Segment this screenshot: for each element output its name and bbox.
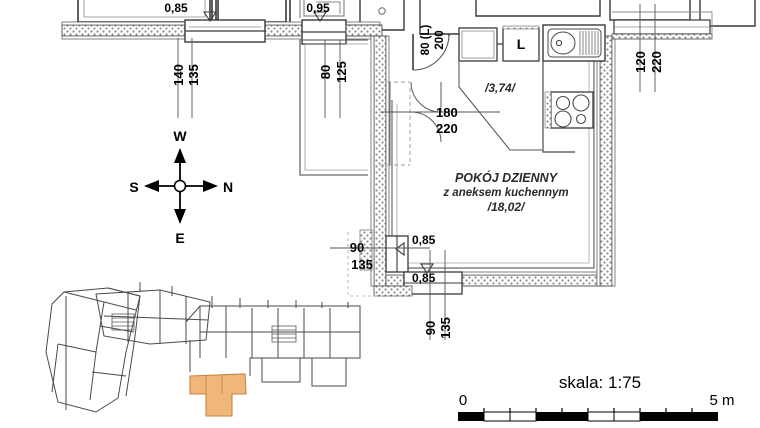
entry-door: [412, 33, 450, 71]
compass-rose: W E S N: [129, 128, 233, 246]
dimension-lines: [177, 4, 656, 340]
compass-east: E: [175, 230, 184, 246]
room-subtitle-label: z aneksem kuchennym: [442, 187, 568, 199]
scale-end: 5 m: [709, 392, 734, 409]
apartment-outline: [299, 35, 616, 287]
scale-bar-group: skala: 1:75 0 5 m: [458, 373, 735, 422]
balcony-door-top-right: [611, 11, 713, 40]
room-area-label: /18,02/: [487, 200, 526, 214]
kitchen-annex: [458, 24, 606, 153]
dim-top-left-height: 135: [186, 64, 201, 86]
compass-south: S: [129, 179, 138, 195]
key-plan-walls-mid: [95, 282, 211, 345]
wall-jog-bottom-left: [347, 229, 413, 297]
key-plan-stairs: [111, 313, 297, 343]
compass-west: W: [173, 128, 187, 144]
dim-inner-height: 220: [436, 121, 458, 136]
room-name-label: POKÓJ DZIENNY: [455, 170, 559, 185]
dim-bot-win-width: 90: [423, 321, 438, 335]
dim-left-win-height: 135: [351, 257, 373, 272]
exterior-wall-top-right: [345, 24, 383, 37]
sill-bot-win: 0,85: [412, 271, 436, 285]
upper-rooms-partial: [77, 0, 756, 35]
dim-inner-width: 180: [436, 105, 458, 120]
window-bottom-left: [403, 263, 463, 295]
key-plan-highlight[interactable]: [189, 373, 247, 417]
dim-balcony-width: 120: [633, 51, 648, 73]
sill-left-win: 0,85: [412, 233, 436, 247]
dim-top-mid-height: 125: [334, 61, 349, 83]
scale-bar: [458, 408, 718, 422]
dim-left-win-width: 90: [350, 240, 364, 255]
dim-top-mid-width: 80: [318, 65, 333, 79]
dim-bot-win-height: 135: [438, 317, 453, 339]
compass-north: N: [223, 179, 233, 195]
sill-top-mid: 0,95: [306, 1, 330, 15]
dim-balcony-height: 220: [649, 51, 664, 73]
window-top-left: [184, 11, 266, 43]
sill-top-left: 0,85: [164, 1, 188, 15]
scale-label: skala: 1:75: [559, 373, 641, 392]
kitchen-area-label: /3,74/: [484, 81, 517, 95]
dim-entry-width: 80 (L): [420, 24, 432, 55]
window-left-lower: [385, 235, 409, 273]
key-plan[interactable]: [45, 282, 361, 417]
key-plan-walls-right: [185, 296, 361, 387]
scale-start: 0: [459, 392, 467, 409]
dim-entry-height: 200: [434, 30, 446, 49]
fridge-label: L: [517, 36, 526, 52]
dim-top-left-width: 140: [171, 64, 186, 86]
